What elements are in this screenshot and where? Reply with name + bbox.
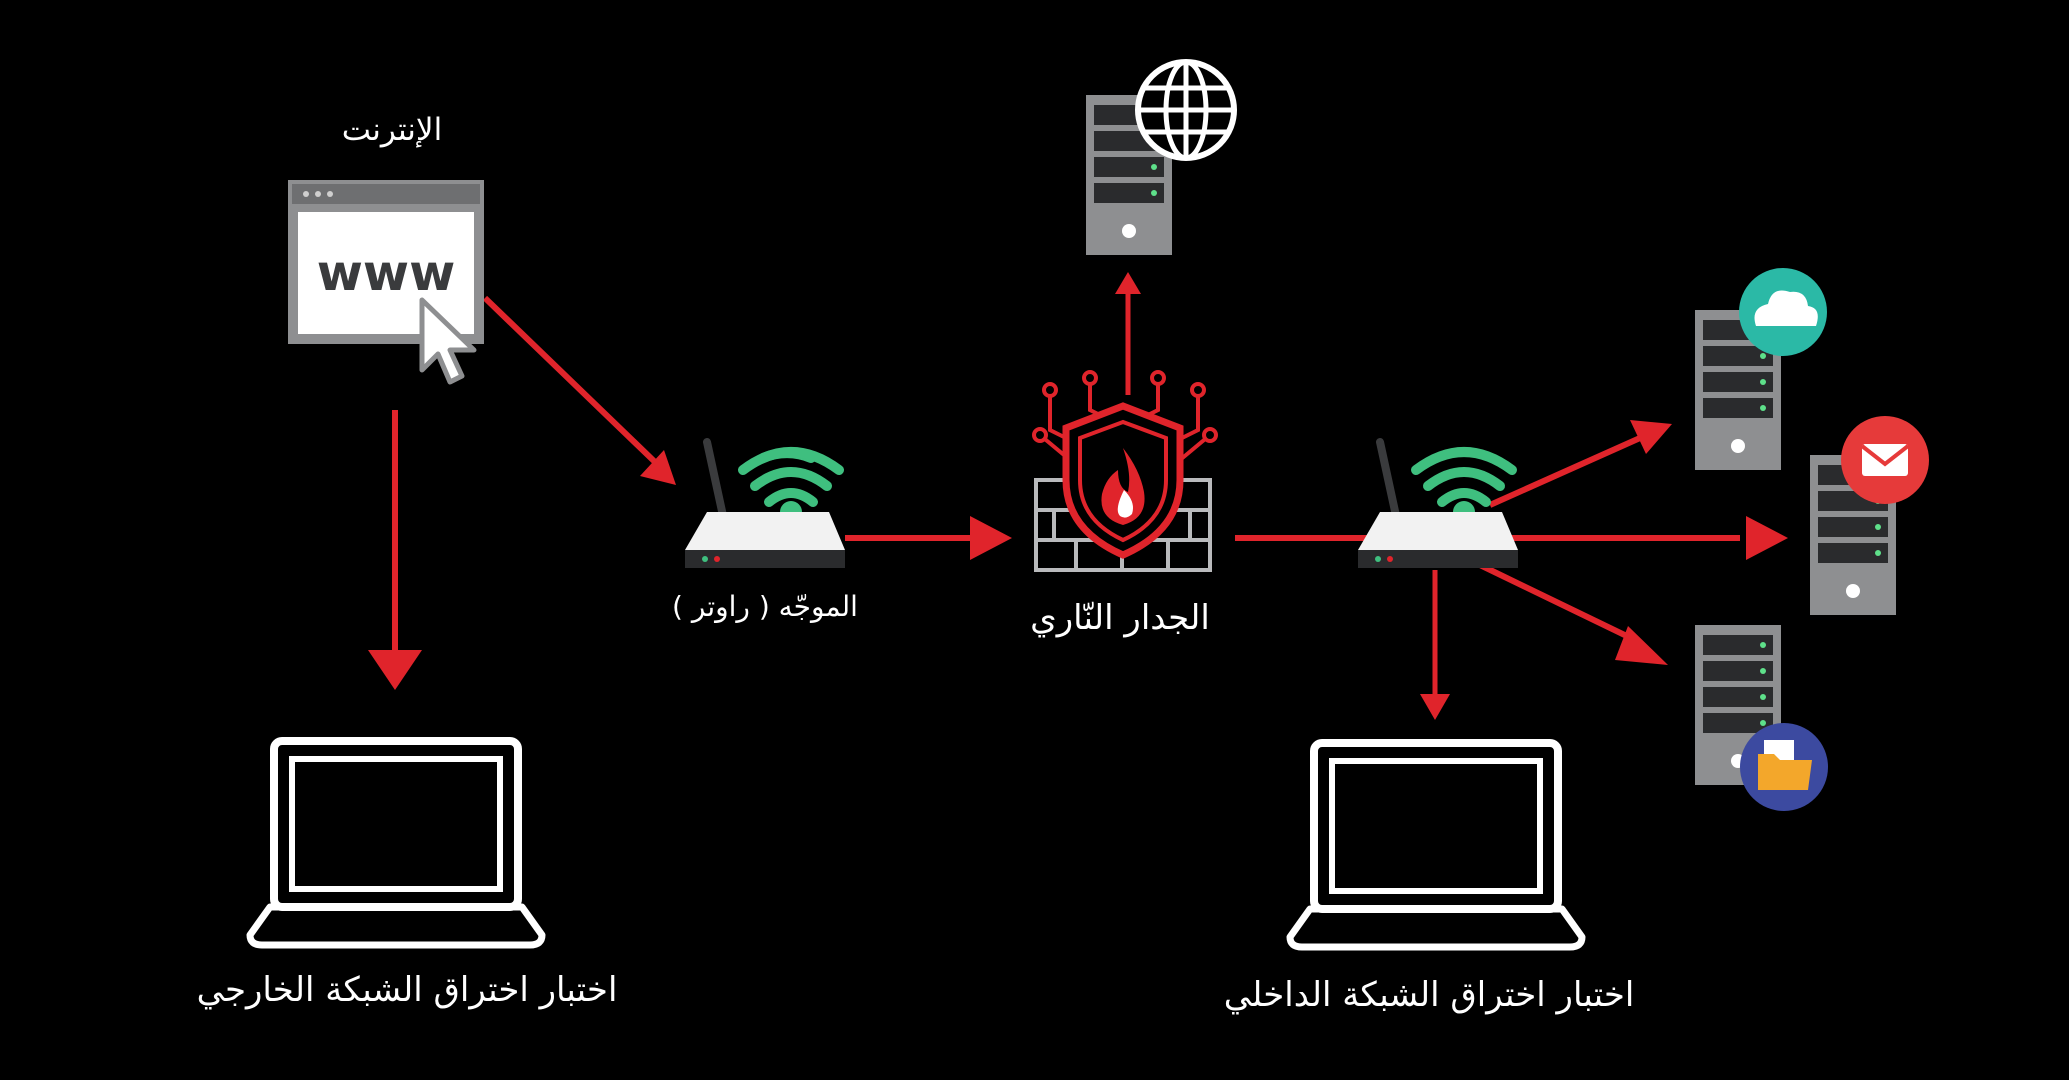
internal-test-label: اختبار اختراق الشبكة الداخلي [1223,975,1635,1015]
internet-label: الإنترنت [341,112,443,148]
arrow-firewall-to-web-server [1115,272,1141,395]
browser-www-text: www [317,244,456,302]
firewall-shield-icon [1032,370,1218,572]
wifi-router-icon [685,438,845,568]
firewall-label: الجدار النّاري [1030,598,1210,638]
arrow-router-to-cloud-server [1488,420,1672,508]
arrow-internet-to-external-test [368,410,422,690]
arrow-router-to-file-server [1478,562,1668,665]
globe-icon [1135,59,1237,161]
arrow-router-to-firewall [845,516,1012,560]
cloud-server-icon [1695,268,1827,470]
file-server-icon [1695,625,1828,811]
mail-server-icon [1810,416,1929,615]
arrow-internet-to-router [482,295,676,485]
laptop-icon [1286,739,1586,951]
router-label: الموجّه ( راوتر ) [672,590,858,623]
mouse-pointer-icon [419,297,477,385]
browser-window-icon: www [288,180,484,344]
wifi-router-icon [1358,438,1518,568]
arrow-router-to-mail-server [1510,516,1788,560]
external-test-label: اختبار اختراق الشبكة الخارجي [196,970,618,1010]
laptop-icon [246,737,546,949]
arrow-router-to-internal-test [1420,570,1450,720]
